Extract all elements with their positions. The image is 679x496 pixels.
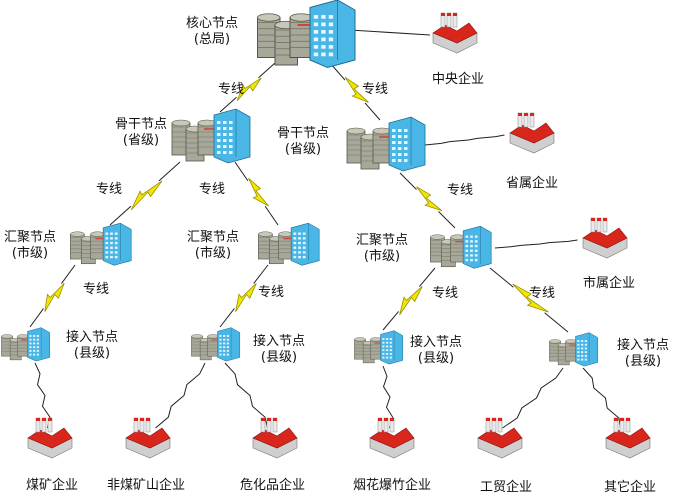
link-label-agg-access-4: 专线 [529,286,556,301]
link-backbone-agg-2 [234,161,279,226]
link-backbone-agg-3 [399,172,456,229]
backbone-left-name: 骨干节点 [115,117,168,132]
other-enterprise-label: 其它企业 [604,480,657,495]
backbone-right-level: (省级) [284,142,322,157]
factory-icon [605,417,651,459]
access-3-level: (县级) [417,351,455,366]
link-label-agg-access-3: 专线 [432,286,459,301]
agg-3-name: 汇聚节点 [356,233,409,248]
server-building-icon [354,330,404,365]
link-agg-access-3 [382,267,436,331]
link-label-backbone-agg-2: 专线 [199,182,226,197]
backbone-right-name: 骨干节点 [277,126,330,141]
server-building-icon [70,222,132,266]
agg-1-label: 汇聚节点 (市级) [4,230,56,262]
link-label-backbone-agg-1: 专线 [96,182,123,197]
backbone-left-level: (省级) [122,133,160,148]
server-building-icon [257,0,356,69]
link-label-core-backbone-right: 专线 [362,82,389,97]
agg-3-level: (市级) [363,249,401,264]
factory-icon [477,417,523,459]
link-label-backbone-agg-3: 专线 [447,183,474,198]
access-3-label: 接入节点 (县级) [410,335,462,367]
agg-1-level: (市级) [11,246,49,261]
line-access4-other [582,367,621,429]
core-node-label: 核心节点 (总局) [186,16,238,48]
access-1-level: (县级) [73,346,111,361]
factory-icon [27,417,73,459]
factory-icon [125,417,171,459]
line-access3-fireworks [382,365,394,429]
access-2-name: 接入节点 [253,334,306,349]
link-agg-access-2 [219,264,269,328]
line-access4-industry-trade [502,367,564,429]
factory-icon [582,217,628,259]
agg-2-name: 汇聚节点 [187,230,240,245]
server-building-icon [549,332,599,367]
link-core-backbone-left [219,62,276,113]
access-1-name: 接入节点 [66,330,119,345]
line-access2-noncoal [155,362,206,429]
factory-icon [509,112,555,154]
provincial-enterprise-label: 省属企业 [506,176,559,191]
server-building-icon [430,225,492,269]
link-backbone-agg-1 [109,161,181,226]
server-building-icon [171,108,251,164]
core-node-level: (总局) [193,32,231,47]
agg-1-name: 汇聚节点 [4,230,57,245]
hazchem-enterprise-label: 危化品企业 [240,478,306,493]
backbone-right-label: 骨干节点 (省级) [277,126,329,158]
server-building-icon [191,327,241,362]
fireworks-enterprise-label: 烟花爆竹企业 [353,478,432,493]
access-2-label: 接入节点 (县级) [253,334,305,366]
server-building-icon [1,327,51,362]
server-building-icon [258,222,320,266]
access-1-label: 接入节点 (县级) [66,330,118,362]
link-label-agg-access-2: 专线 [258,285,285,300]
access-3-name: 接入节点 [410,335,463,350]
agg-2-label: 汇聚节点 (市级) [187,230,239,262]
backbone-left-label: 骨干节点 (省级) [115,117,167,149]
access-2-level: (县级) [260,350,298,365]
link-label-agg-access-1: 专线 [83,282,110,297]
factory-icon [252,417,298,459]
link-label-core-backbone-left: 专线 [218,82,245,97]
factory-icon [432,12,478,54]
link-agg-access-4 [489,267,569,333]
access-4-level: (县级) [624,354,662,369]
line-access1-coal [34,362,51,429]
server-building-icon [346,116,426,172]
factory-icon [369,417,415,459]
line-core-central [349,29,431,36]
line-access2-hazchem [224,362,268,429]
line-agg3-municipal [494,239,578,249]
industry-trade-enterprise-label: 工贸企业 [480,480,533,495]
access-4-label: 接入节点 (县级) [617,338,669,370]
central-enterprise-label: 中央企业 [432,72,485,87]
municipal-enterprise-label: 市属企业 [583,276,636,291]
coal-enterprise-label: 煤矿企业 [26,478,79,493]
agg-2-level: (市级) [194,246,232,261]
noncoal-enterprise-label: 非煤矿山企业 [107,478,186,493]
access-4-name: 接入节点 [617,338,670,353]
line-backbone-provincial [424,134,505,146]
agg-3-label: 汇聚节点 (市级) [356,233,408,265]
link-agg-access-1 [29,264,76,328]
core-node-name: 核心节点 [186,16,239,31]
